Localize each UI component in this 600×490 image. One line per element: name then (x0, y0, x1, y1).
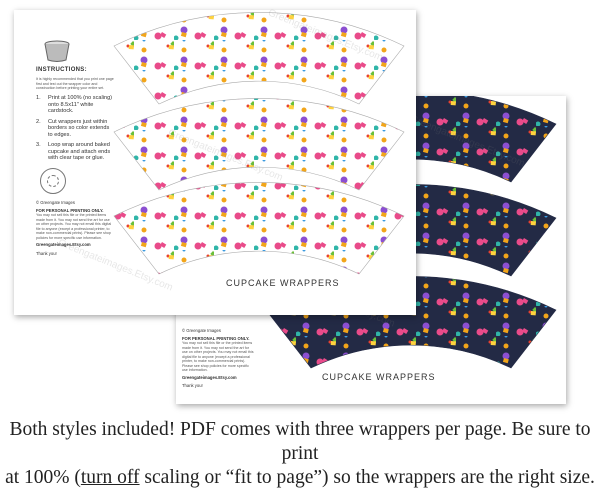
instruction-step: 3. Loop wrap around baked cupcake and att… (36, 142, 114, 162)
step-text: Print at 100% (no scaling) onto 8.5x11" … (48, 95, 113, 115)
instructions-panel: INSTRUCTIONS: It is highly recommended t… (36, 67, 114, 256)
greengate-logo (40, 167, 66, 194)
caption-underlined: turn off (80, 467, 140, 488)
back-personal-text: You may not sell this file or the printe… (182, 341, 254, 373)
front-copyright: © Greengate Images (36, 199, 75, 205)
step-number: 1. (36, 95, 41, 102)
cupcake-liner-icon (44, 40, 70, 62)
step-number: 3. (36, 142, 41, 149)
white-wrapper-page: INSTRUCTIONS: It is highly recommended t… (14, 7, 416, 315)
caption-text: at 100% ( (5, 467, 81, 488)
front-shop-link: Greengateimages.Etsy.com (36, 242, 91, 248)
front-personal-text: You may not sell this file or the printe… (36, 213, 112, 240)
back-thanks: Thank you! (182, 383, 203, 389)
cupcake-wrapper (113, 98, 405, 191)
cupcake-wrapper (113, 12, 405, 105)
back-shop-link: Greengateimages.Etsy.com (182, 374, 237, 380)
front-personal-title: FOR PERSONAL PRINTING ONLY. (36, 208, 104, 214)
instructions-intro: It is highly recommended that you print … (36, 77, 114, 91)
caption-line-2: at 100% (turn off scaling or “fit to pag… (0, 466, 600, 490)
front-thanks: Thank you! (36, 250, 57, 256)
caption: Both styles included! PDF comes with thr… (0, 418, 600, 490)
instruction-step: 2. Cut wrappers just within borders so co… (36, 119, 114, 139)
front-wrapper-label: CUPCAKE WRAPPERS (226, 278, 340, 288)
back-wrapper-label: CUPCAKE WRAPPERS (322, 372, 436, 382)
caption-text: scaling or “fit to page”) so the wrapper… (139, 467, 595, 488)
back-sidebar: © Greengate Images FOR PERSONAL PRINTING… (182, 328, 254, 388)
instructions-title: INSTRUCTIONS: (36, 67, 87, 73)
back-personal-title: FOR PERSONAL PRINTING ONLY. (182, 336, 250, 342)
step-number: 2. (36, 118, 41, 125)
white-wrappers-art (113, 12, 405, 275)
step-text: Cut wrappers just within borders so colo… (48, 118, 110, 138)
caption-line-1: Both styles included! PDF comes with thr… (9, 419, 591, 464)
cupcake-wrapper (113, 182, 405, 275)
step-text: Loop wrap around baked cupcake and attac… (48, 142, 111, 162)
back-copyright: © Greengate Images (182, 328, 221, 333)
instruction-step: 1. Print at 100% (no scaling) onto 8.5x11… (36, 95, 114, 115)
